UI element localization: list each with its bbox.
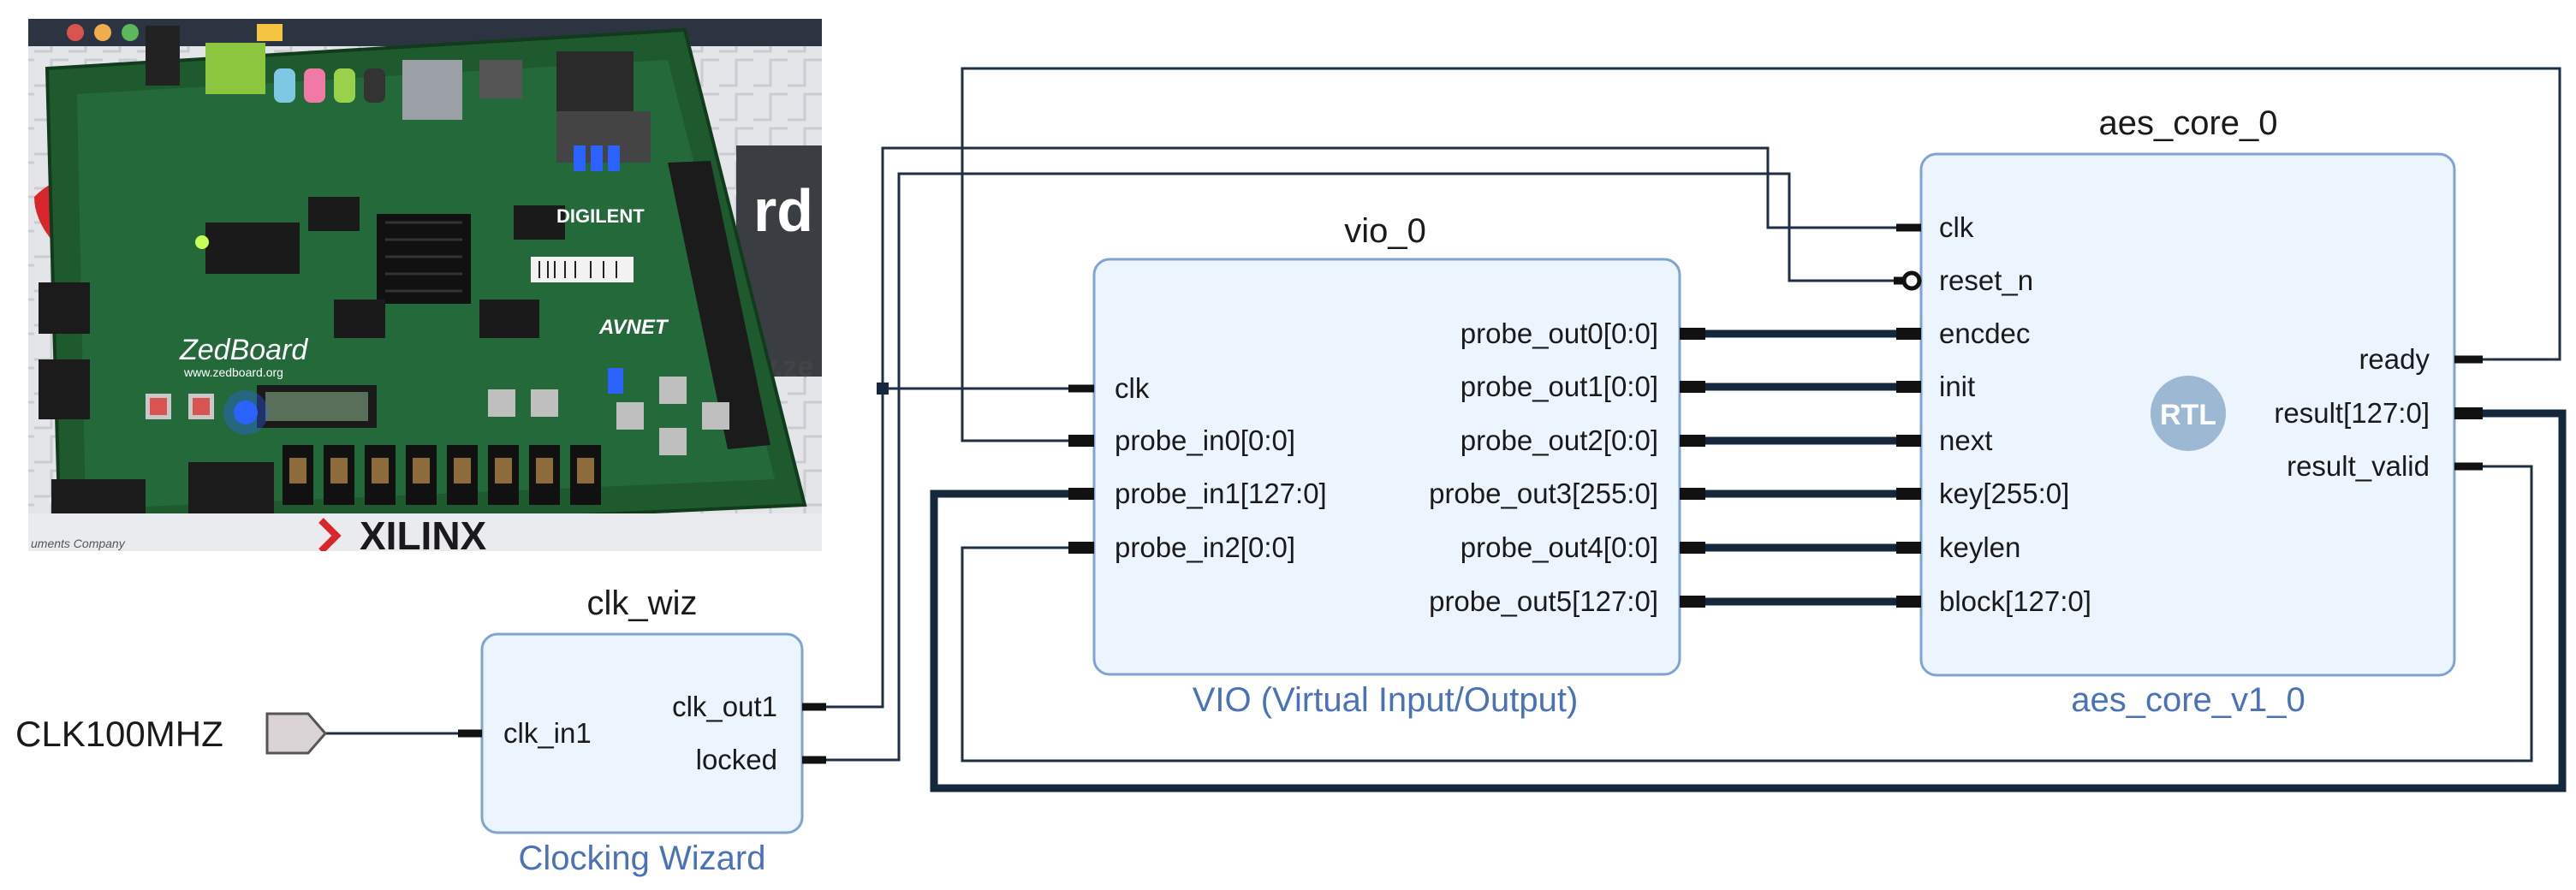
rtl-badge-label: RTL — [2160, 399, 2216, 431]
vio-instance-name: vio_0 — [1344, 212, 1426, 250]
vio-body[interactable] — [1092, 258, 1681, 676]
aes-port-block: block[127:0] — [1939, 585, 2091, 617]
aes-port-ready: ready — [2359, 343, 2430, 375]
vio-port-probe-out2: probe_out2[0:0] — [1461, 424, 1658, 456]
clk-wiz-port-locked: locked — [696, 744, 777, 775]
external-port-label: CLK100MHZ — [15, 714, 223, 754]
vio-port-probe-out1: probe_out1[0:0] — [1461, 371, 1658, 402]
photo-brand-xilinx: XILINX — [360, 513, 487, 558]
net-locked[interactable] — [826, 172, 1894, 762]
clk-wiz-instance-name: clk_wiz — [587, 584, 698, 622]
aes-port-encdec: encdec — [1939, 317, 2030, 349]
aes-port-key: key[255:0] — [1939, 478, 2069, 509]
photo-brand-avnet: AVNET — [598, 316, 669, 339]
input-port-icon — [265, 712, 327, 755]
net-junction — [877, 383, 889, 395]
aes-port-result-valid: result_valid — [2287, 450, 2430, 482]
vio-port-probe-in0: probe_in0[0:0] — [1115, 424, 1295, 456]
vio-ip-name: VIO (Virtual Input/Output) — [1193, 681, 1579, 719]
aes-ip-name: aes_core_v1_0 — [2071, 681, 2305, 719]
aes-port-clk: clk — [1939, 211, 1974, 243]
vio-port-clk: clk — [1115, 372, 1150, 404]
aes-port-result: result[127:0] — [2274, 397, 2430, 429]
block-vio[interactable]: vio_0 clk probe_in0[0:0] probe_in1[127:0… — [1068, 212, 1705, 719]
net-result-valid[interactable] — [961, 465, 2533, 762]
aes-instance-name: aes_core_0 — [2098, 104, 2277, 142]
aes-port-keylen: keylen — [1939, 531, 2020, 563]
block-aes-core[interactable]: aes_core_0 clk reset_n encdec init next … — [1894, 104, 2483, 719]
photo-brand-digilent: DIGILENT — [556, 205, 645, 227]
clk-wiz-port-clk-out1: clk_out1 — [672, 691, 777, 722]
photo-board-url: www.zedboard.org — [183, 365, 283, 379]
board-photo: rd w.ze — [28, 19, 822, 558]
external-port-clk100mhz[interactable]: CLK100MHZ — [15, 712, 327, 755]
net-result-bus[interactable] — [930, 409, 2567, 792]
block-clk-wiz[interactable]: clk_wiz clk_in1 clk_out1 locked Clocking… — [458, 584, 826, 877]
clk-wiz-port-clk-in1: clk_in1 — [503, 717, 592, 749]
photo-corner-text: uments Company — [31, 537, 126, 550]
vio-port-probe-out3: probe_out3[255:0] — [1429, 478, 1658, 509]
vio-port-probe-in2: probe_in2[0:0] — [1115, 531, 1295, 563]
photo-board-label: ZedBoard — [179, 334, 308, 366]
vio-port-probe-in1: probe_in1[127:0] — [1115, 478, 1327, 509]
vio-port-probe-out4: probe_out4[0:0] — [1461, 531, 1658, 563]
net-ready[interactable] — [961, 67, 2561, 442]
nets — [325, 67, 2567, 792]
clk-wiz-ip-name: Clocking Wizard — [519, 840, 766, 877]
photo-side-text: rd — [753, 177, 813, 244]
rtl-badge-icon: RTL — [2151, 376, 2226, 451]
aes-port-next: next — [1939, 424, 1992, 456]
inverted-pin-bubble-icon — [1901, 270, 1922, 291]
aes-port-reset-n: reset_n — [1939, 264, 2033, 296]
aes-port-init: init — [1939, 371, 1975, 402]
vio-port-probe-out0: probe_out0[0:0] — [1461, 317, 1658, 349]
vio-port-probe-out5: probe_out5[127:0] — [1429, 585, 1658, 617]
